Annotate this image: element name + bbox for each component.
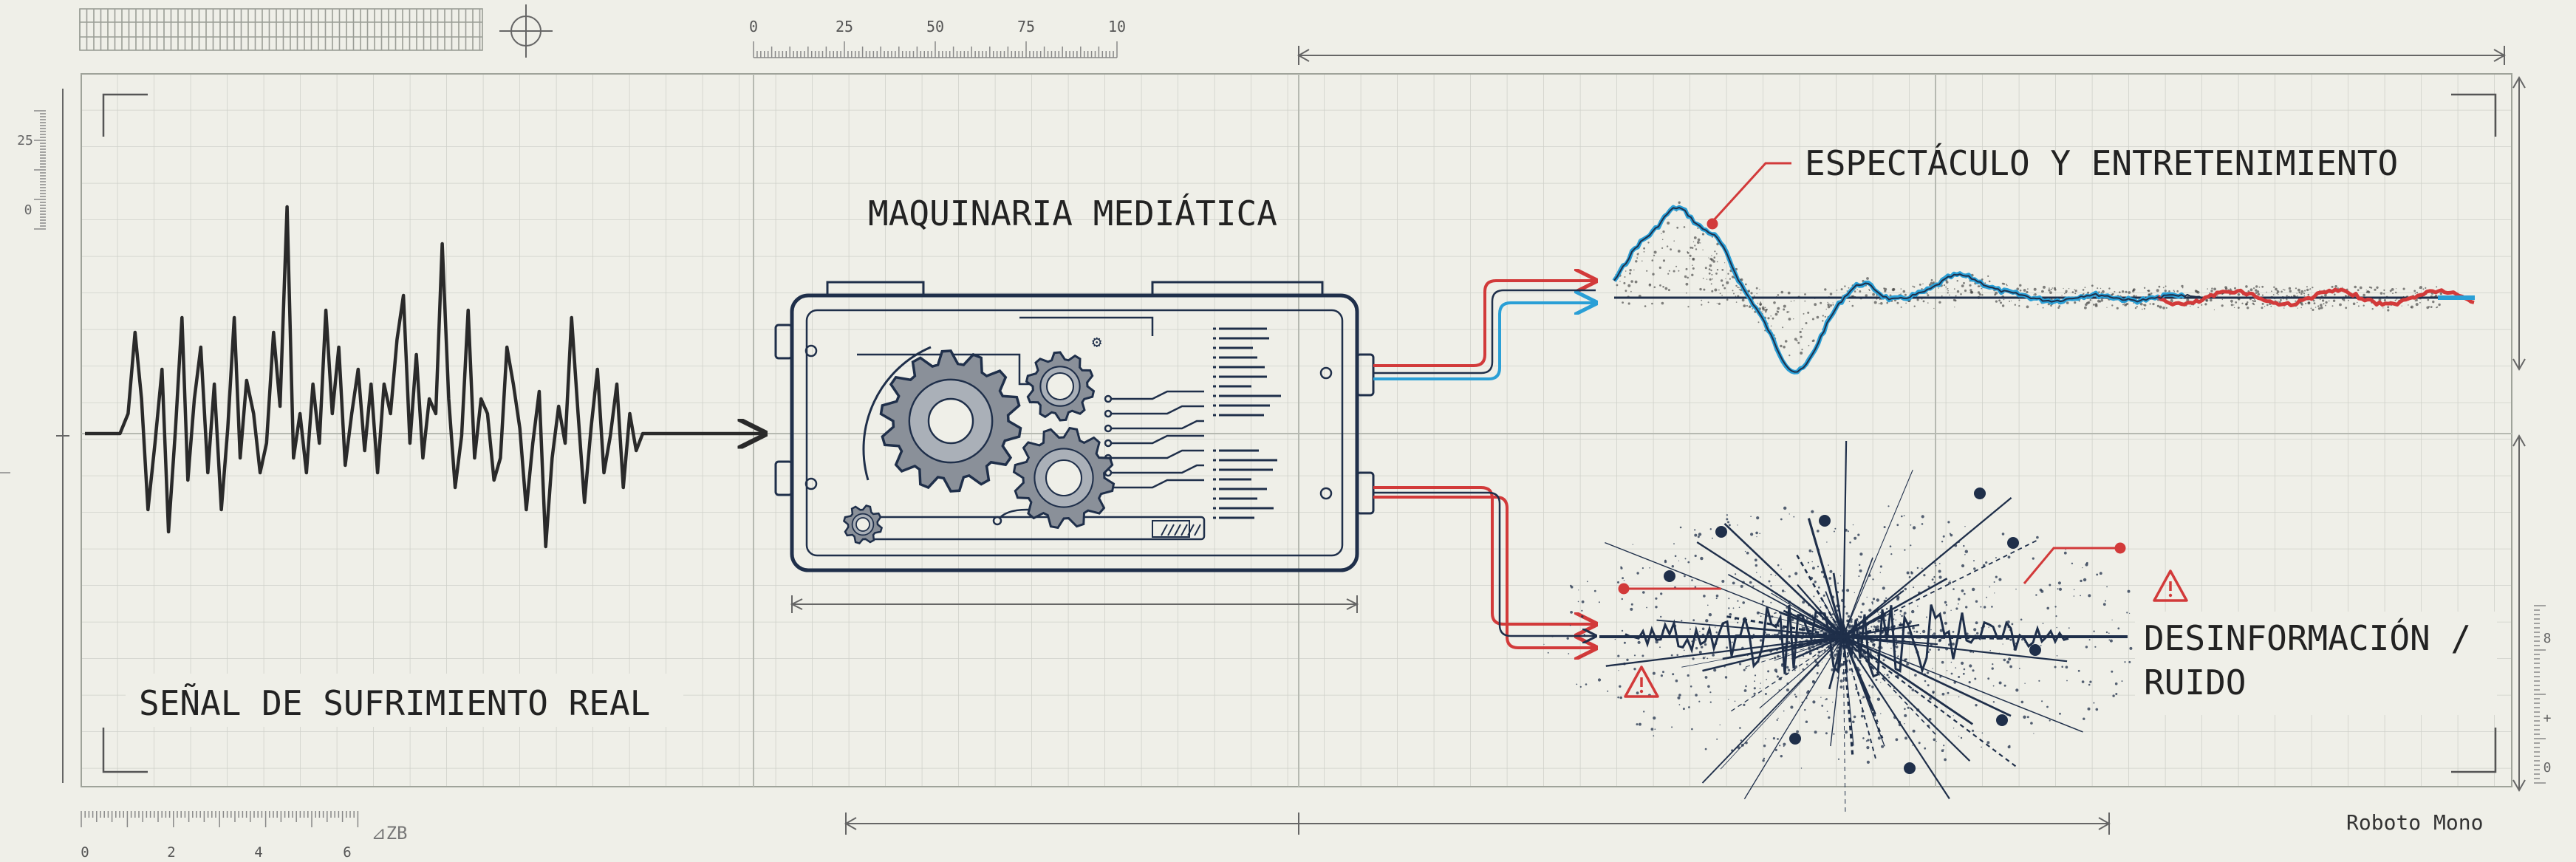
left-ruler-tick-0: 25: [17, 133, 33, 148]
frame-corners: [102, 93, 2497, 773]
right-ruler: 8 + 0: [2534, 605, 2552, 784]
bottom-left-ruler: 0 2 4 6 ⊿ZB: [81, 811, 408, 861]
svg-text:⚙: ⚙: [1092, 333, 1101, 352]
gear-icon-medium: [1012, 426, 1116, 530]
real-signal-wave: [85, 205, 765, 549]
crosshair-icon: [499, 4, 553, 58]
top-ruler: 0 25 50 75 10: [749, 18, 1126, 58]
left-ruler-tick-1: 0: [24, 202, 33, 218]
real-signal-label: SEÑAL DE SUFRIMIENTO REAL: [139, 683, 650, 723]
gear-icon: [879, 349, 1022, 493]
font-note: Roboto Mono: [2346, 810, 2483, 835]
real-signal-label-box: SEÑAL DE SUFRIMIENTO REAL: [126, 674, 683, 727]
top-left-hatch-ruler: [79, 8, 483, 51]
blueprint-grid: [81, 73, 2512, 787]
gear-icon-small-top: [1025, 351, 1096, 422]
top-ruler-tick-3: 75: [1017, 18, 1035, 35]
disinformation-burst: [1543, 440, 2139, 812]
top-ruler-tick-0: 0: [749, 18, 758, 35]
right-ruler-tick-1: +: [2543, 711, 2552, 726]
media-machine-label: MAQUINARIA MEDIÁTICA: [868, 194, 1277, 233]
spectacle-wave: [1612, 201, 2475, 374]
bottom-ruler-note: ⊿ZB: [371, 823, 407, 844]
disinformation-label-line1: DESINFORMACIÓN /: [2144, 618, 2471, 658]
bottom-ruler-tick-0: 0: [81, 844, 89, 861]
top-ruler-tick-1: 25: [836, 18, 853, 35]
left-ruler: 25 0: [0, 110, 46, 473]
spectacle-label: ESPECTÁCULO Y ENTRETENIMIENTO: [1805, 143, 2398, 183]
top-ruler-tick-4: 10: [1108, 18, 1126, 35]
bottom-ruler-tick-1: 2: [167, 844, 175, 861]
disinformation-label-line2: RUIDO: [2144, 663, 2246, 702]
warning-icon-right: [2153, 569, 2188, 602]
gear-icon-tiny: [842, 504, 884, 545]
media-machine: ⚙: [774, 281, 1375, 613]
disinformation-label-box: DESINFORMACIÓN / RUIDO: [2135, 612, 2497, 715]
bottom-ruler-tick-2: 4: [254, 844, 262, 861]
top-ruler-tick-2: 50: [926, 18, 944, 35]
spectacle-callout: [1706, 162, 1791, 230]
right-ruler-tick-2: 0: [2543, 760, 2552, 776]
right-ruler-tick-0: 8: [2543, 631, 2552, 646]
warning-icon-left: [1624, 666, 1659, 698]
disinformation-callouts: [1618, 542, 2126, 595]
bottom-ruler-tick-3: 6: [343, 844, 351, 861]
output-pipes: [1373, 281, 1596, 648]
dimension-lines: [56, 46, 2526, 835]
